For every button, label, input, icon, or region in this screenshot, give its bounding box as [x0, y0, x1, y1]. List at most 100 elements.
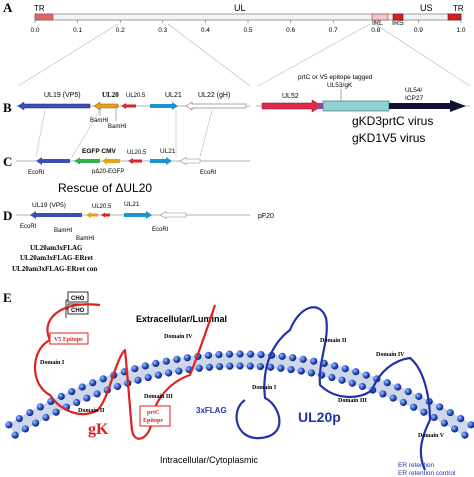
gk-chain [34, 303, 217, 440]
c-ul205-label: UL20.5 [127, 150, 147, 156]
lipid-head [21, 425, 29, 433]
d-ul20-arrow [86, 212, 98, 218]
genome-tick-label: 0.8 [371, 27, 380, 34]
ul22-label: UL22 (gH) [198, 92, 230, 99]
prtc-epitope-box [139, 405, 171, 427]
ul52-label: UL52 [282, 93, 299, 100]
cho-label-2: CHO [71, 308, 85, 314]
lipid-head [236, 362, 244, 370]
lipid-head [287, 365, 295, 374]
ul20p-label: UL20p [298, 409, 341, 425]
gk-domain-3: Domain III [144, 394, 174, 400]
er-retention-label: ER retention [398, 462, 435, 469]
construct-1: UL20am3xFLAG [30, 244, 83, 252]
panel-label-e: E [3, 290, 12, 305]
lipid-head [256, 362, 264, 371]
lipid-head [52, 408, 60, 416]
bamhi-d-2: BamHI [76, 236, 95, 242]
construct-2: UL20am3xFLAG-ERret [20, 254, 94, 262]
c-cmv-arrow [102, 157, 120, 165]
panel-label-d: D [3, 208, 12, 223]
flag-label: 3xFLAG [196, 406, 227, 415]
lipid-head [152, 359, 160, 368]
irs-segment [392, 13, 404, 21]
lipid-head [352, 368, 360, 376]
lipid-head [99, 375, 107, 383]
panel-b-map: UL19 (VP5) UL20 UL20.5 UL21 UL22 (gH) Ba… [16, 91, 250, 130]
ecori-d-2: EcoRI [152, 227, 169, 233]
pdelta-label: pΔ20-EGFP [92, 169, 124, 175]
lipid-head [216, 362, 224, 371]
lipid-head [451, 425, 459, 433]
b-c-connectors [35, 109, 213, 158]
ul20-domain-3: Domain III [338, 398, 368, 404]
panel-label-b: B [3, 100, 12, 115]
lipid-head [226, 362, 234, 370]
bamhi-b-1: BamHI [90, 118, 109, 124]
lipid-head [225, 350, 234, 358]
lipid-head [299, 355, 307, 363]
tr-left-label: TR [34, 4, 45, 13]
lipid-head [389, 394, 397, 402]
panel-label-c: C [3, 154, 12, 169]
lipid-head [383, 379, 391, 387]
irl-segment [371, 13, 389, 21]
genome-tick-label: 0.1 [73, 27, 82, 34]
panel-c-map: EGFP CMV UL20.5 UL21 pΔ20-EGFP EcoRI Eco… [16, 148, 250, 195]
c-ul22-arrow [179, 156, 201, 166]
gk-label: gK [88, 421, 109, 438]
bamhi-d-1: BamHI [54, 228, 73, 234]
c-egfp-arrow [74, 157, 100, 165]
lipid-head [42, 413, 50, 422]
genome-tick-label: 0.9 [414, 27, 423, 34]
lipid-head [430, 413, 438, 422]
tag-label-line2: UL53/gK [327, 82, 353, 89]
genome-tick-label: 0.7 [329, 27, 338, 34]
ul54-label-line1: UL54/ [405, 87, 423, 94]
tr-right-label: TR [453, 4, 464, 13]
lipid-head [307, 369, 315, 377]
gk-domain-4: Domain IV [164, 334, 193, 340]
lipid-head [379, 390, 387, 398]
membrane-core [8, 353, 472, 436]
lipid-head [15, 415, 23, 423]
c-ul21-arrow [150, 157, 172, 165]
lipid-head [362, 371, 370, 379]
lipid-head [36, 403, 44, 411]
genome-bar [34, 13, 462, 21]
ul20-domain-4: Domain IV [376, 352, 405, 358]
genome-tick-label: 1.0 [456, 27, 465, 34]
d-ul205-arrow [101, 212, 110, 218]
genome-tick-label: 0.0 [30, 27, 39, 34]
lipid-head [26, 409, 34, 417]
ul19-label: UL19 (VP5) [44, 92, 81, 99]
ul21-arrow [150, 102, 178, 110]
lipid-head [11, 431, 19, 439]
lipid-head [246, 350, 255, 358]
lipid-head [134, 376, 142, 384]
tag-label-line1: prtC or V5 epitope tagged [298, 74, 373, 81]
ul20-label: UL20 [102, 91, 119, 99]
v5-epitope-label: V5 Epitope [54, 337, 83, 343]
lipid-head [78, 383, 86, 391]
ul-label: UL [234, 3, 246, 13]
lipid-head [83, 394, 91, 402]
construct-3: UL20am3xFLAG-ERret con [12, 265, 97, 273]
lipid-head [32, 419, 40, 427]
lipid-head [341, 365, 349, 373]
ul54-label-line2: ICP27 [405, 95, 423, 102]
lipid-head [144, 373, 152, 382]
lipid-head [89, 379, 97, 387]
lipid-head [93, 390, 101, 398]
lipid-head [215, 350, 223, 359]
genome-tick-label: 0.6 [286, 27, 295, 34]
lipid-head [310, 357, 318, 365]
ecori-c-1: EcoRI [28, 170, 45, 176]
ul205-label: UL20.5 [126, 93, 146, 99]
lipid-head [457, 415, 465, 423]
er-retention-control-label: ER retention control [398, 470, 456, 477]
lipid-head [358, 382, 367, 391]
d-ul21-arrow [124, 211, 152, 219]
lipid-head [236, 350, 244, 358]
